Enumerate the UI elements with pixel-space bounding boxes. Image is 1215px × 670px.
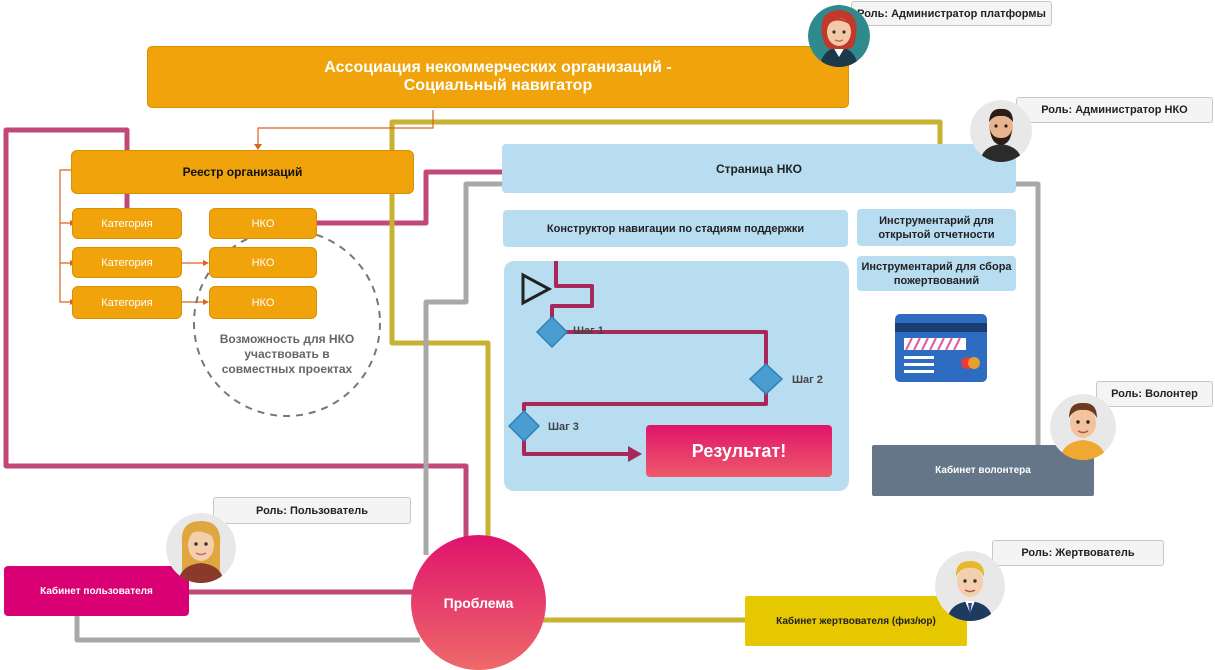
joint-projects-note: Возможность для НКО участвовать в совмес… [219,332,355,376]
step2-label: Шаг 2 [792,374,823,386]
nko-admin-avatar [970,100,1032,162]
header-title-line1: Ассоциация некоммерческих организаций - [324,59,672,76]
nko-page-box[interactable]: Страница НКО [502,144,1016,193]
reporting-tool-box[interactable]: Инструментарий для открытой отчетности [857,209,1016,246]
role-platform-admin: Роль: Администратор платформы [851,1,1052,26]
nko-label: НКО [251,217,275,230]
category-box-2[interactable]: Категория [72,247,182,278]
category-box-3[interactable]: Категория [72,286,182,319]
problem-label: Проблема [443,594,514,611]
gray-connector-volunteer [1015,181,1041,450]
step2-diamond [748,362,784,396]
header-title-line2: Социальный навигатор [403,77,593,94]
olive-connector [389,119,943,545]
volunteer-cabinet[interactable]: Кабинет волонтера [872,445,1094,496]
user-cabinet-label: Кабинет пользователя [40,585,153,597]
category-label: Категория [101,296,153,309]
nko-page-title: Страница НКО [715,161,803,176]
role-user: Роль: Пользователь [213,497,411,524]
step3-diamond [507,409,541,443]
donation-tool-box[interactable]: Инструментарий для сбора пожертвований [857,256,1016,291]
role-volunteer: Роль: Волонтер [1096,381,1213,407]
nko-box-3[interactable]: НКО [209,286,317,319]
problem-circle[interactable]: Проблема [411,535,546,670]
nko-label: НКО [251,256,275,269]
result-box[interactable]: Результат! [646,425,832,477]
association-header: Ассоциация некоммерческих организаций - … [147,46,849,108]
registry-title: Реестр организаций [182,165,303,179]
reporting-tool-label: Инструментарий для открытой отчетности [878,214,995,241]
start-triangle-icon [521,272,553,306]
joint-projects-circle [193,229,381,417]
step1-label: Шаг 1 [573,325,604,337]
category-label: Категория [101,256,153,269]
result-label: Результат! [691,440,787,461]
category-box-1[interactable]: Категория [72,208,182,239]
volunteer-avatar [1050,394,1116,460]
step-path [507,261,784,462]
registry-title-box[interactable]: Реестр организаций [71,150,414,194]
gray-connector [423,181,505,555]
donor-cabinet-label: Кабинет жертвователя (физ/юр) [776,615,936,627]
nko-box-2[interactable]: НКО [209,247,317,278]
step3-label: Шаг 3 [548,421,579,433]
donation-tool-label: Инструментарий для сбора пожертвований [861,260,1012,287]
navigation-constructor-box[interactable]: Конструктор навигации по стадиям поддерж… [503,210,848,247]
platform-admin-avatar [808,5,870,67]
role-donor: Роль: Жертвователь [992,540,1164,566]
pink-connector [3,127,469,560]
donor-cabinet[interactable]: Кабинет жертвователя (физ/юр) [745,596,967,646]
registry-tree [59,169,72,303]
pink-connector-nko [316,169,505,226]
user-avatar [166,513,236,583]
volunteer-cabinet-label: Кабинет волонтера [935,465,1031,476]
credit-card-icon [895,314,987,382]
header-to-registry-arrow [257,110,434,145]
gray-connector-user [74,612,420,643]
nko-box-1[interactable]: НКО [209,208,317,239]
constructor-label: Конструктор навигации по стадиям поддерж… [546,222,805,235]
step1-diamond [535,315,569,349]
donor-avatar [935,551,1005,621]
user-cabinet[interactable]: Кабинет пользователя [4,566,189,616]
nko-label: НКО [251,296,275,309]
role-nko-admin: Роль: Администратор НКО [1016,97,1213,123]
category-label: Категория [101,217,153,230]
